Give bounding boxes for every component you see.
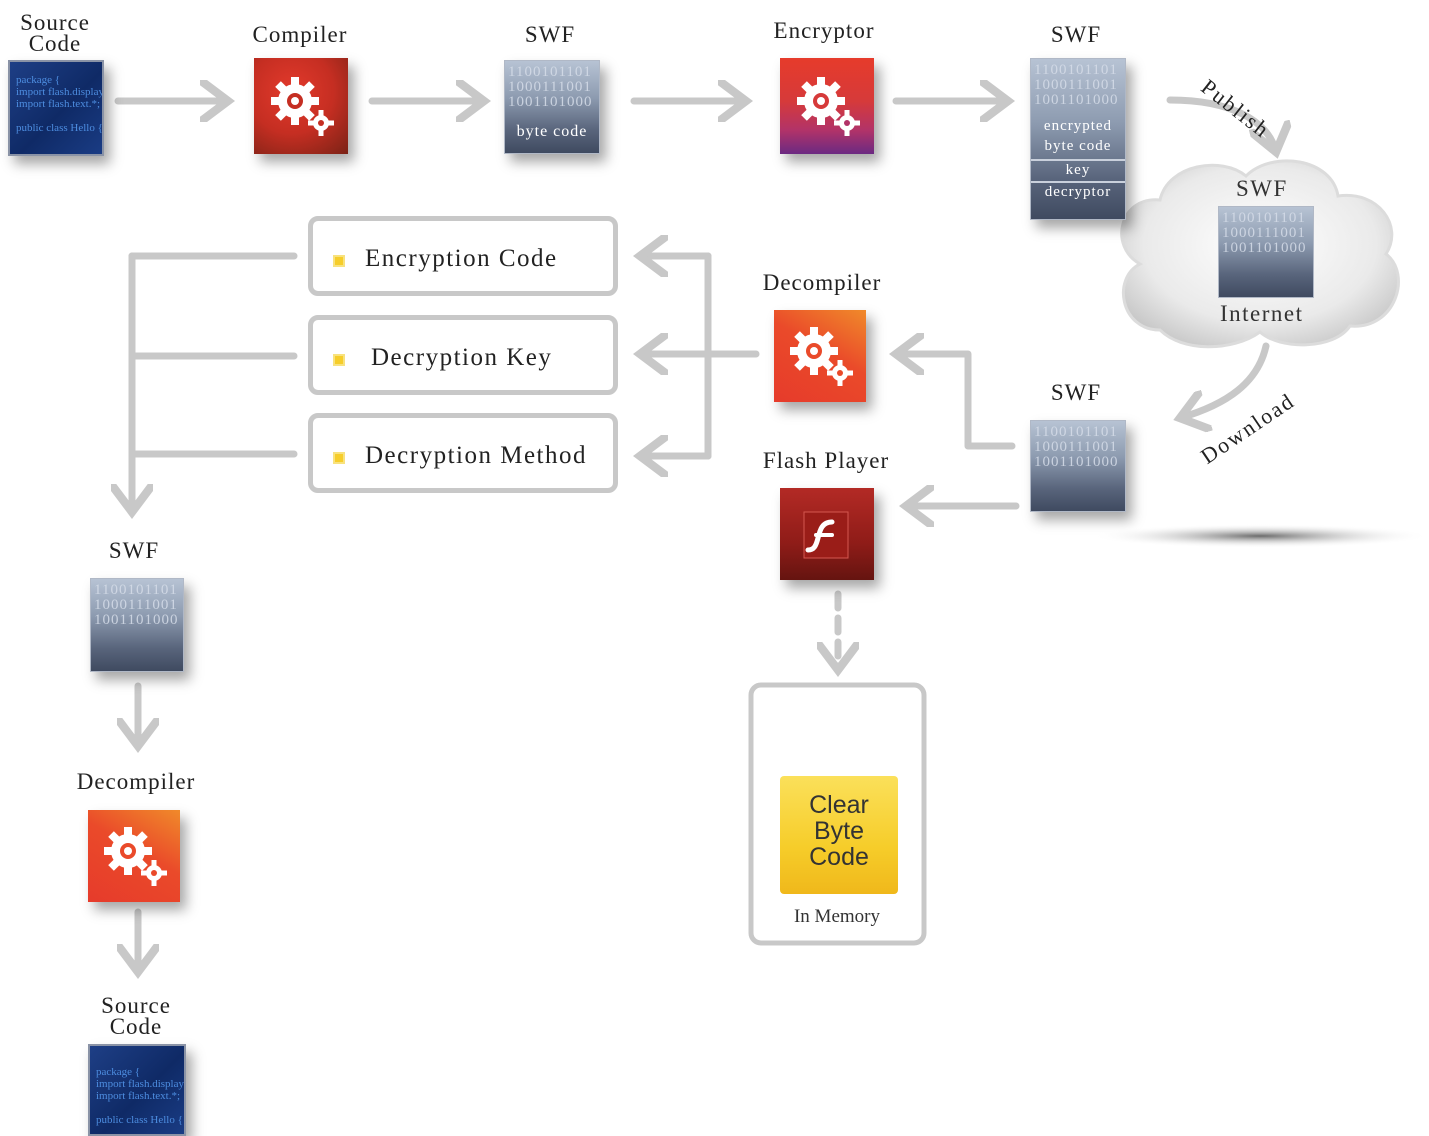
cloud-swf-label: SWF bbox=[1236, 176, 1288, 201]
bits-line: 1000111001 bbox=[1034, 439, 1118, 455]
swf-tile-encrypted: 1100101101 1000111001 1001101000 encrypt… bbox=[1030, 58, 1126, 220]
encryption-code-box: Encryption Code bbox=[308, 216, 618, 296]
bits-line: 1100101101 bbox=[1034, 424, 1118, 440]
flash-logo-icon bbox=[803, 511, 849, 559]
code-line: import flash.text.*; bbox=[96, 1090, 181, 1102]
bits-line: 1000111001 bbox=[508, 79, 592, 95]
code-line: package { bbox=[16, 74, 61, 86]
flash-player-tile bbox=[780, 488, 874, 580]
clear-line3: Code bbox=[809, 843, 869, 871]
arrow-swf-to-decompiler bbox=[896, 354, 1016, 450]
binary-text: 1100101101 1000111001 1001101000 bbox=[1034, 63, 1123, 108]
decryption-method-box: Decryption Method bbox=[308, 413, 618, 493]
left-swf-tile: 1100101101 1000111001 1001101000 bbox=[90, 578, 184, 672]
in-memory-label: In Memory bbox=[793, 906, 880, 927]
gears-icon bbox=[797, 77, 860, 136]
code-line: import flash.display.*; bbox=[96, 1078, 186, 1090]
decryption-method-label: Decryption Method bbox=[365, 442, 587, 469]
swf-floor-shadow bbox=[1090, 524, 1429, 548]
left-decompiler-label: Decompiler bbox=[76, 769, 196, 794]
bits-line: 1001101000 bbox=[508, 94, 593, 110]
bits-line: 1001101000 bbox=[1222, 240, 1307, 256]
internet-label: Internet bbox=[1220, 301, 1304, 326]
arrow-download bbox=[1180, 342, 1270, 418]
compiler-tile bbox=[254, 58, 348, 154]
flash-player-label: Flash Player bbox=[762, 448, 890, 473]
segment-key: key bbox=[1031, 159, 1125, 180]
code-line: import flash.text.*; bbox=[16, 98, 101, 110]
swf-tile-3: 1100101101 1000111001 1001101000 bbox=[1030, 420, 1126, 512]
code-line: package { bbox=[96, 1066, 141, 1078]
bits-line: 1001101000 bbox=[1034, 92, 1119, 108]
binary-text: 1100101101 1000111001 1001101000 bbox=[94, 583, 181, 628]
encryptor-tile bbox=[780, 58, 874, 154]
decryption-key-box: Decryption Key bbox=[308, 315, 618, 395]
code-line: public class Hello { bbox=[96, 1114, 183, 1126]
decryption-key-label: Decryption Key bbox=[371, 344, 553, 371]
compiler-label: Compiler bbox=[252, 22, 348, 47]
byte-code-caption: byte code bbox=[516, 123, 588, 140]
memory-box bbox=[748, 682, 927, 946]
source-label-line2: Code bbox=[109, 1014, 163, 1039]
bits-line: 1000111001 bbox=[94, 597, 178, 613]
left-decompiler-tile bbox=[88, 810, 180, 902]
source-label-line1: Source bbox=[101, 993, 171, 1018]
bits-line: 1100101101 bbox=[1034, 62, 1118, 78]
encryptor-label: Encryptor bbox=[773, 18, 875, 43]
bits-line: 1001101000 bbox=[94, 612, 179, 628]
binary-text: 1100101101 1000111001 1001101000 bbox=[508, 65, 597, 110]
clear-byte-code-block: Clear Byte Code bbox=[780, 776, 898, 894]
bits-line: 1000111001 bbox=[1034, 77, 1118, 93]
segment-decryptor: decryptor bbox=[1031, 181, 1125, 202]
bits-line: 1100101101 bbox=[508, 64, 592, 80]
swf-label-3: SWF bbox=[1050, 380, 1102, 405]
encryption-code-label: Encryption Code bbox=[365, 245, 558, 272]
swf-label-2: SWF bbox=[1050, 22, 1102, 47]
swf-label-1: SWF bbox=[524, 22, 576, 47]
decompiler-label: Decompiler bbox=[762, 270, 882, 295]
segment-encrypted: encrypted bbox=[1043, 118, 1113, 134]
clear-line1: Clear bbox=[809, 791, 869, 819]
swf-tile-1: 1100101101 1000111001 1001101000 byte co… bbox=[504, 60, 600, 154]
binary-text: 1100101101 1000111001 1001101000 bbox=[1222, 211, 1311, 256]
bits-line: 1001101000 bbox=[1034, 454, 1119, 470]
gears-icon bbox=[104, 827, 167, 886]
bullet-icon bbox=[333, 255, 345, 267]
arrow-publish bbox=[1166, 96, 1276, 152]
gears-icon bbox=[271, 77, 334, 136]
bits-line: 1100101101 bbox=[94, 582, 178, 598]
source-label-line2: Code bbox=[28, 31, 82, 56]
bullet-icon bbox=[333, 452, 345, 464]
source-code-text: package { import flash.display.*; import… bbox=[96, 1066, 186, 1126]
code-line: import flash.display.* bbox=[16, 86, 104, 98]
bits-line: 1100101101 bbox=[1222, 210, 1306, 226]
clear-line2: Byte bbox=[813, 817, 865, 845]
decompiler-tile bbox=[774, 310, 866, 402]
source-code-tile: package { import flash.display.* import … bbox=[8, 60, 104, 156]
source-label-line1: Source bbox=[20, 10, 90, 35]
cloud-swf-tile: 1100101101 1000111001 1001101000 bbox=[1218, 206, 1314, 298]
code-line: public class Hello { bbox=[16, 122, 103, 134]
binary-text: 1100101101 1000111001 1001101000 bbox=[1034, 425, 1123, 470]
segment-byte-code: byte code bbox=[1044, 138, 1112, 154]
left-source-code-tile: package { import flash.display.*; import… bbox=[88, 1044, 186, 1136]
left-swf-label: SWF bbox=[108, 538, 160, 563]
source-code-text: package { import flash.display.* import … bbox=[16, 74, 104, 134]
bullet-icon bbox=[333, 354, 345, 366]
left-source-code-label: Source Code bbox=[88, 993, 184, 1039]
gears-icon bbox=[790, 327, 853, 386]
bits-line: 1000111001 bbox=[1222, 225, 1306, 241]
source-code-label: Source Code bbox=[8, 10, 102, 56]
